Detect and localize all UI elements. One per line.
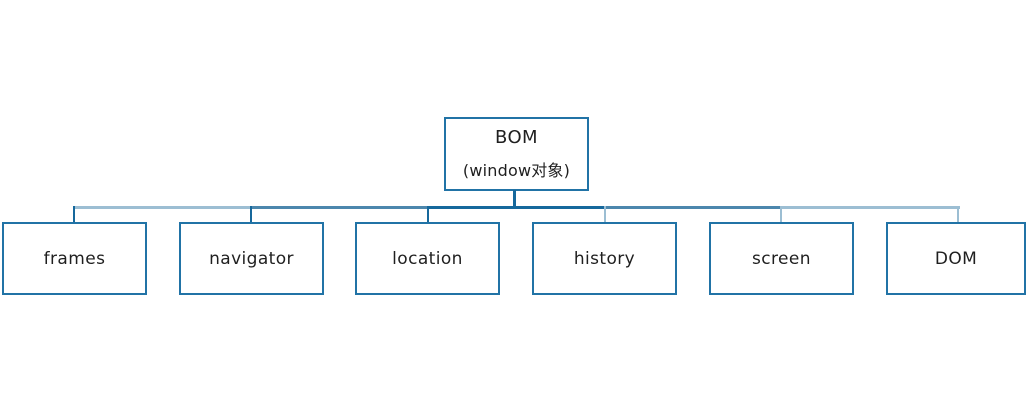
child-node-dom: DOM: [886, 222, 1026, 295]
child-node-frames: frames: [2, 222, 147, 295]
child-node-navigator: navigator: [179, 222, 324, 295]
connector-stub-history: [604, 206, 606, 223]
connector-parent-stub: [513, 190, 516, 207]
child-node-label: navigator: [209, 248, 294, 269]
connector-horizontal-segment-3: [427, 206, 605, 209]
child-node-label: screen: [752, 248, 811, 269]
connector-stub-location: [427, 206, 429, 223]
child-node-label: history: [573, 248, 636, 269]
connector-stub-navigator: [250, 206, 252, 223]
connector-stub-dom: [957, 206, 959, 223]
child-node-label: DOM: [934, 248, 978, 269]
connector-horizontal-segment-1: [73, 206, 250, 209]
connector-horizontal-segment-2: [250, 206, 427, 209]
root-node-bom: BOM (window对象): [444, 117, 589, 191]
connector-stub-frames: [73, 206, 75, 223]
connector-horizontal-segment-5: [781, 206, 960, 209]
connector-horizontal-segment-4: [605, 206, 781, 209]
root-node-subtitle: (window对象): [462, 160, 571, 180]
child-node-screen: screen: [709, 222, 854, 295]
child-node-location: location: [355, 222, 500, 295]
child-node-history: history: [532, 222, 677, 295]
root-node-title: BOM: [495, 127, 538, 149]
child-node-label: location: [392, 248, 463, 269]
child-node-label: frames: [43, 248, 106, 269]
connector-stub-screen: [780, 206, 782, 223]
